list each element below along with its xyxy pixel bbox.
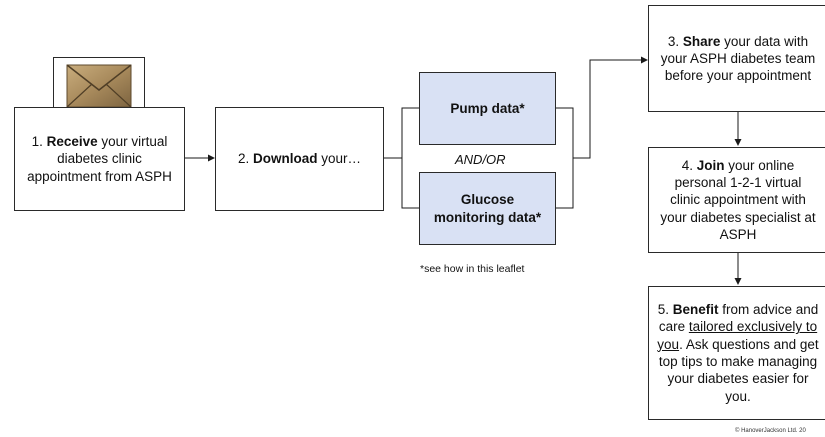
step-share-verb: Share: [682, 33, 721, 49]
copyright-notice: © HanoverJackson Ltd. 20: [735, 428, 806, 434]
step-receive-verb: Receive: [46, 134, 98, 150]
option-glucose-data-box: Glucose monitoring data*: [419, 172, 556, 245]
envelope-image-frame: [53, 57, 145, 115]
step-share-box: 3. Share your data with your ASPH diabet…: [648, 5, 825, 112]
step-join-number: 4.: [681, 157, 693, 173]
bracket-left: [401, 107, 419, 209]
step-download-number: 2.: [237, 151, 250, 167]
arrow-options-to-share: [573, 56, 648, 159]
step-download-verb: Download: [253, 151, 318, 167]
step-benefit-text-2: . Ask questions and get top tips to make…: [658, 336, 819, 404]
step-receive-text: your virtual diabetes clinic appointment…: [27, 134, 172, 184]
step-download-text: your…: [321, 151, 362, 167]
envelope-icon: [66, 64, 132, 108]
step-benefit-verb: Benefit: [672, 302, 719, 318]
bracket-right: [556, 107, 574, 209]
step-join-box: 4. Join your online personal 1-2-1 virtu…: [648, 147, 825, 253]
footnote: *see how in this leaflet: [420, 263, 525, 275]
step-share-number: 3.: [667, 33, 680, 49]
and-or-label: AND/OR: [455, 152, 506, 167]
step-join-text: your online personal 1-2-1 virtual clini…: [660, 157, 816, 242]
step-benefit-number: 5.: [657, 302, 669, 318]
step-receive-number: 1.: [31, 134, 43, 150]
option-glucose-data-label: Glucose monitoring data*: [433, 192, 542, 225]
step-join-verb: Join: [696, 157, 725, 173]
step-receive-box: 1. Receive your virtual diabetes clinic …: [14, 107, 185, 211]
step-share-text: your data with your ASPH diabetes team b…: [660, 33, 816, 84]
step-benefit-underlined: tailored exclusively to you: [657, 319, 818, 352]
option-pump-data-label: Pump data*: [450, 100, 525, 116]
step-benefit-text-1: from advice and care: [658, 302, 819, 335]
option-pump-data-box: Pump data*: [419, 72, 556, 145]
step-benefit-box: 5. Benefit from advice and care tailored…: [648, 286, 825, 420]
step-download-box: 2. Download your…: [215, 107, 384, 211]
